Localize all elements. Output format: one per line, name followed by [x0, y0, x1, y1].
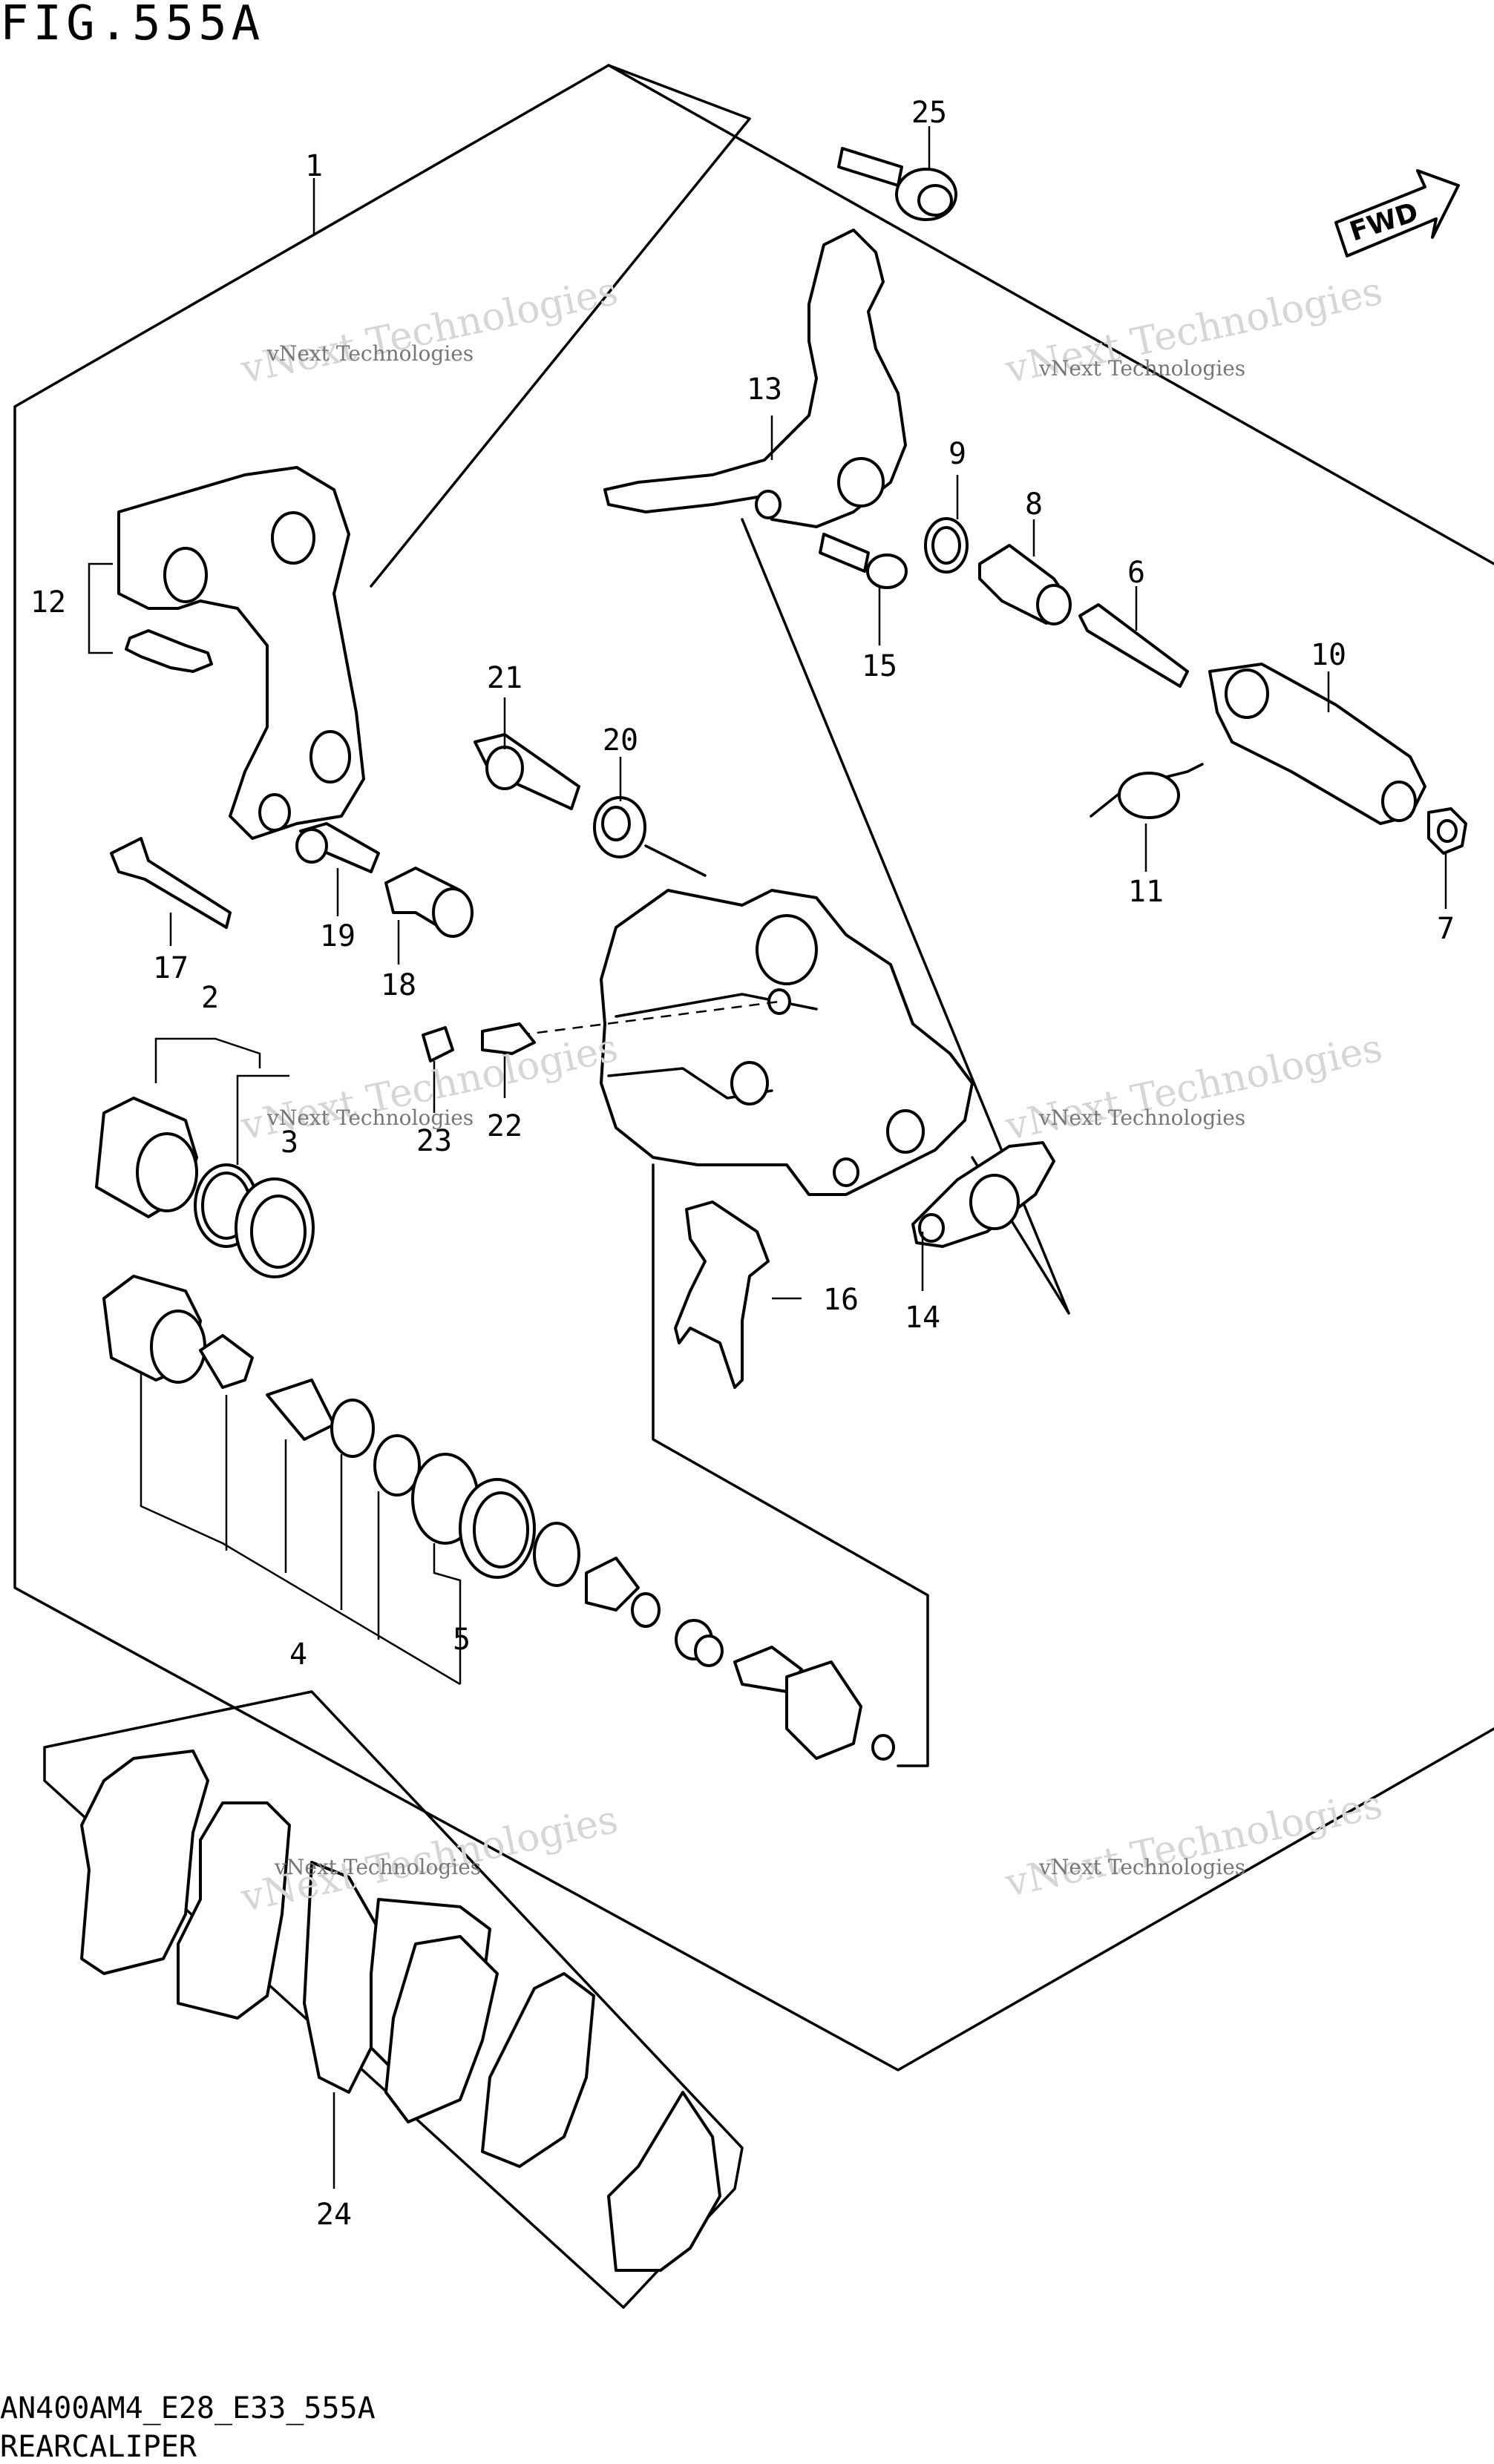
- pad-spring-12: [125, 629, 213, 673]
- callout-19: 19: [319, 919, 356, 953]
- callout-17: 17: [152, 951, 189, 985]
- circlip-4: [373, 1434, 421, 1497]
- piston-2: [95, 1097, 198, 1218]
- leader-line: [644, 844, 707, 877]
- callout-20: 20: [602, 723, 639, 758]
- clip-16: [674, 1200, 770, 1389]
- leader-line: [154, 1037, 261, 1083]
- bracket-12: [117, 466, 365, 840]
- nut-7: [1427, 807, 1467, 855]
- assembly-outline-right: [607, 64, 1494, 565]
- leader-line: [433, 1543, 462, 1684]
- callout-11: 11: [1127, 875, 1164, 909]
- pin-17: [110, 837, 232, 929]
- circlip-parts: [533, 1522, 580, 1587]
- callout-14: 14: [904, 1301, 941, 1335]
- callout-5: 5: [452, 1623, 471, 1657]
- leader-line: [370, 117, 751, 588]
- figure-title: FIG.555A: [0, 0, 265, 51]
- callout-3: 3: [280, 1126, 299, 1160]
- callout-13: 13: [746, 372, 783, 407]
- drawing-code: AN400AM4_E28_E33_555A: [0, 2391, 376, 2425]
- callout-18: 18: [380, 968, 417, 1002]
- leader-line: [140, 1373, 461, 1686]
- bleeder-22: [481, 1022, 536, 1055]
- leader-line: [652, 1163, 929, 1767]
- brake-pads-24: [80, 1750, 721, 2272]
- pin-21: [474, 733, 580, 810]
- callout-23: 23: [416, 1124, 453, 1158]
- callout-10: 10: [1310, 638, 1347, 672]
- callout-6: 6: [1127, 556, 1146, 590]
- callout-25: 25: [911, 96, 948, 130]
- callout-2: 2: [200, 981, 220, 1015]
- callout-24: 24: [315, 2198, 353, 2232]
- figure-name: REARCALIPER: [0, 2430, 197, 2464]
- piston-4: [102, 1275, 206, 1384]
- callout-1: 1: [304, 149, 324, 183]
- pin-19: [295, 822, 380, 873]
- assembly-outline: [13, 64, 1494, 2072]
- lever-10: [1208, 663, 1426, 825]
- sleeve-8: [978, 544, 1072, 625]
- adjuster-nut-4: [199, 1334, 254, 1389]
- gasket-14: [911, 1141, 1055, 1248]
- pad-kit-outline: [43, 1690, 744, 2309]
- caliper-body: [600, 889, 974, 1196]
- washer-4: [330, 1399, 375, 1458]
- callout-8: 8: [1024, 487, 1043, 522]
- fwd-arrow-icon: [1334, 169, 1460, 257]
- leader-line: [236, 1074, 289, 1165]
- leader-line: [88, 562, 113, 654]
- callout-21: 21: [486, 661, 523, 695]
- spring-4: [266, 1379, 335, 1441]
- callout-15: 15: [861, 649, 898, 683]
- leader-line: [519, 1000, 780, 1036]
- cap-23: [422, 1026, 454, 1062]
- boot-18: [384, 867, 474, 938]
- boot-20: [593, 796, 646, 858]
- callout-9: 9: [948, 437, 967, 471]
- callout-22: 22: [486, 1109, 523, 1143]
- callout-16: 16: [822, 1283, 859, 1317]
- adjuster-6: [1078, 603, 1189, 688]
- callout-12: 12: [30, 585, 67, 620]
- bracket-13: [603, 229, 907, 528]
- callout-7: 7: [1436, 912, 1455, 946]
- bolt-15: [819, 533, 908, 589]
- callout-4: 4: [289, 1637, 308, 1672]
- bolt-25: [837, 147, 957, 221]
